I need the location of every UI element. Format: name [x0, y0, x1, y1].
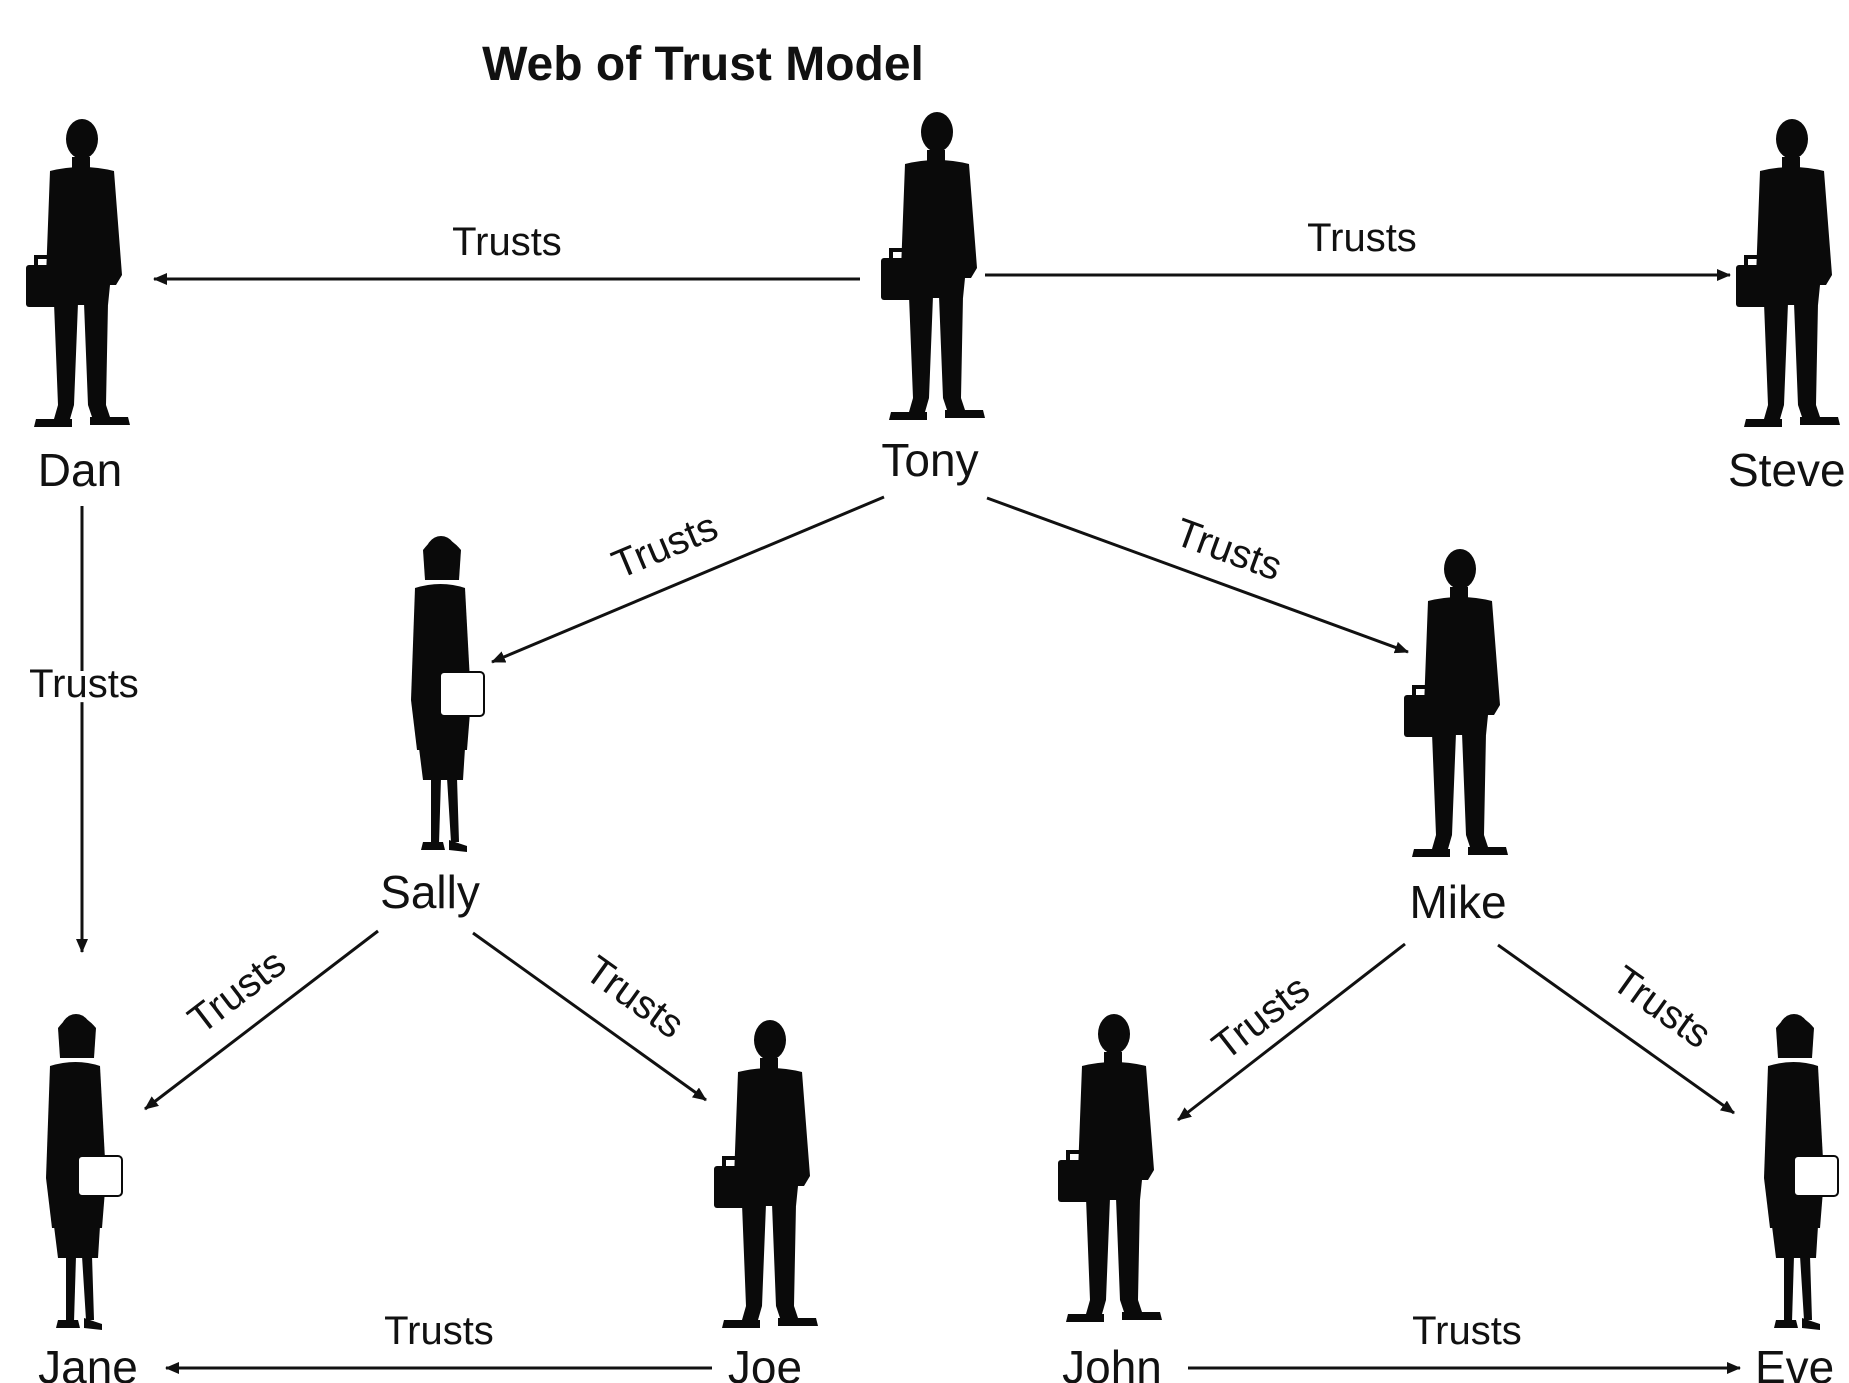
edge-label-sally-joe: Trusts	[577, 948, 692, 1048]
trust-arrow-mike-eve	[1497, 943, 1735, 1115]
edge-label-mike-eve: Trusts	[1604, 958, 1719, 1057]
person-name-joe: Joe	[728, 1341, 802, 1383]
person-figure-mike	[1402, 547, 1510, 859]
edge-label-tony-dan: Trusts	[452, 220, 562, 264]
edge-label-joe-jane: Trusts	[384, 1309, 494, 1353]
edge-label-john-eve: Trusts	[1412, 1309, 1522, 1353]
trust-arrow-mike-john	[1177, 942, 1406, 1122]
eve-folder-icon	[1793, 1155, 1839, 1197]
edge-label-tony-mike: Trusts	[1169, 510, 1287, 589]
person-figure-steve	[1734, 117, 1842, 429]
diagram-title: Web of Trust Model	[482, 38, 924, 91]
sally-folder-icon	[439, 671, 485, 717]
edge-label-dan-jane: Trusts	[29, 662, 139, 706]
person-name-eve: Eve	[1755, 1341, 1834, 1383]
person-name-steve: Steve	[1728, 444, 1846, 496]
edge-label-tony-sally: Trusts	[606, 504, 724, 587]
person-name-tony: Tony	[881, 434, 978, 486]
edge-label-tony-steve: Trusts	[1307, 216, 1417, 260]
person-name-dan: Dan	[38, 444, 122, 496]
trust-arrow-sally-joe	[472, 931, 707, 1102]
person-figure-john	[1056, 1012, 1164, 1324]
trust-arrow-tony-sally	[491, 495, 885, 664]
person-name-sally: Sally	[380, 866, 480, 918]
person-name-jane: Jane	[38, 1341, 138, 1383]
person-figure-tony	[879, 110, 987, 422]
edge-label-sally-jane: Trusts	[180, 941, 294, 1043]
person-figure-joe	[712, 1018, 820, 1330]
edge-label-mike-john: Trusts	[1204, 967, 1318, 1069]
trust-arrow-sally-jane	[144, 929, 379, 1111]
person-figure-dan	[24, 117, 132, 429]
jane-folder-icon	[77, 1155, 123, 1197]
person-name-john: John	[1062, 1341, 1162, 1383]
trust-arrow-tony-mike	[986, 496, 1409, 654]
person-name-mike: Mike	[1409, 876, 1506, 928]
